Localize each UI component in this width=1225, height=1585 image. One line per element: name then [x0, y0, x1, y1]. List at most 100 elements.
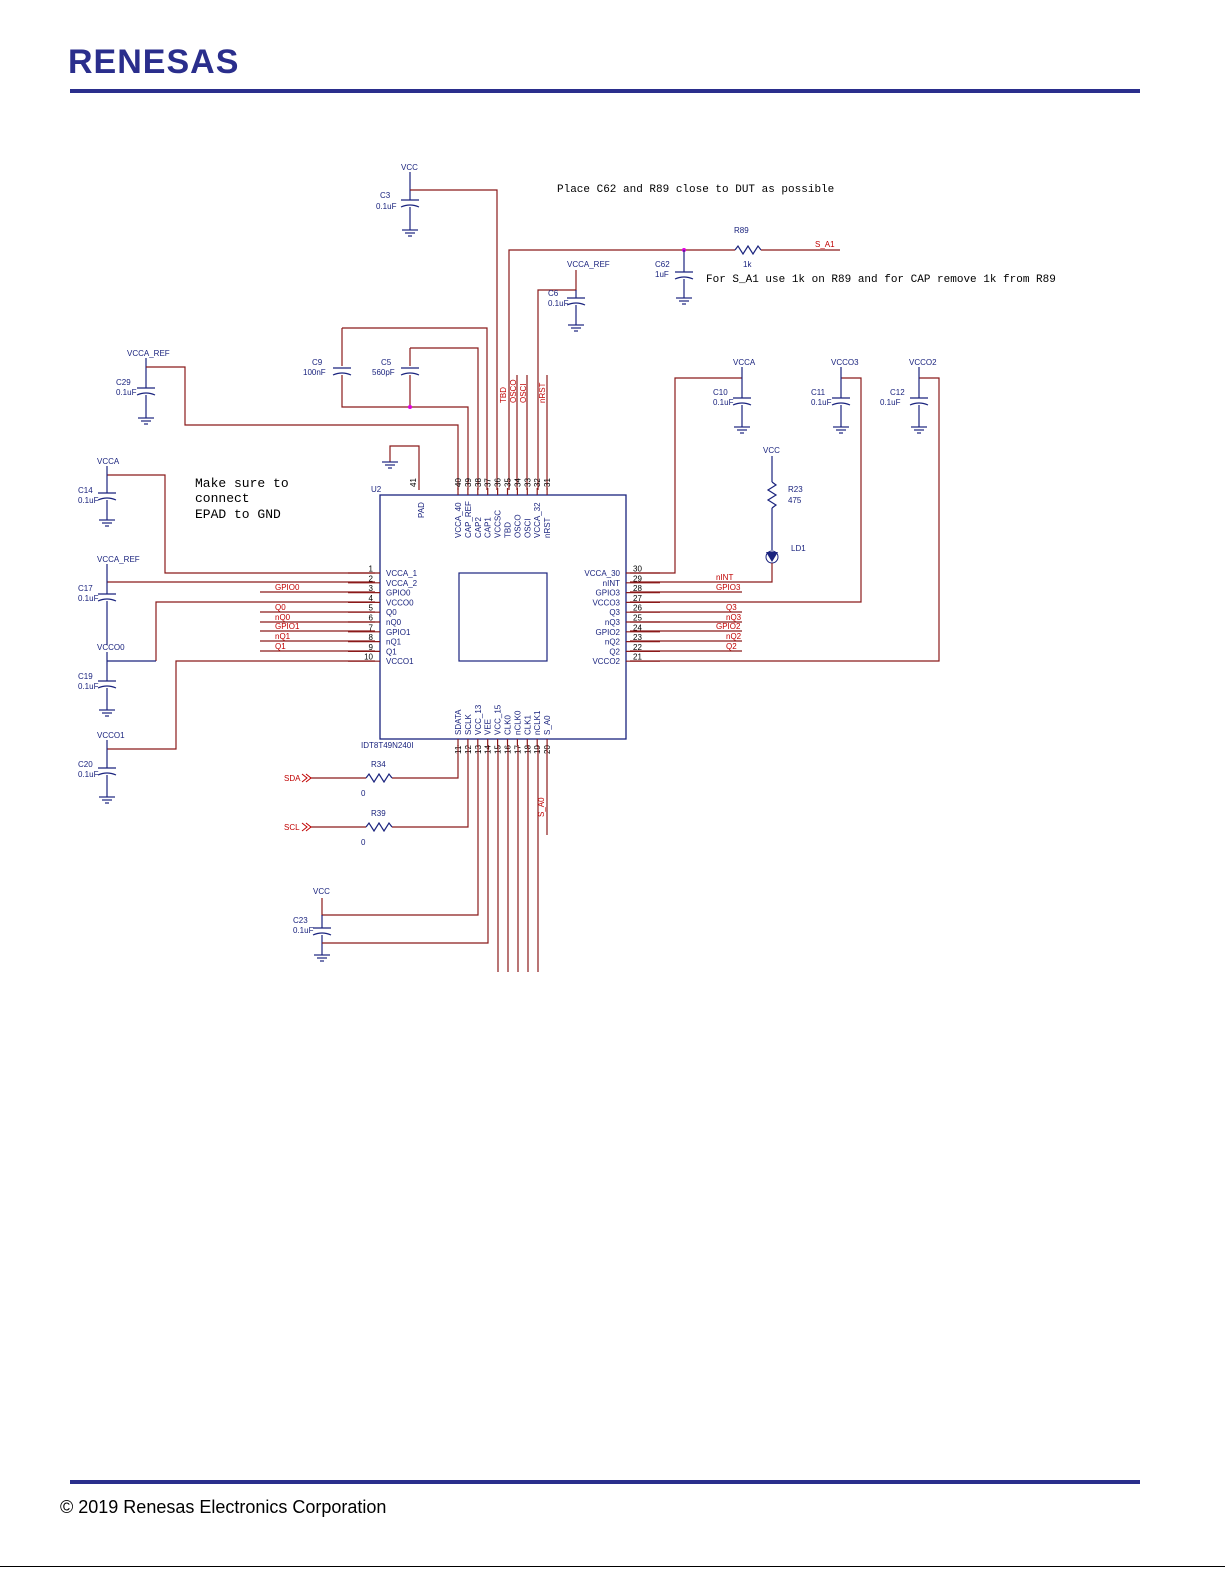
svg-text:0.1uF: 0.1uF — [376, 202, 397, 211]
svg-text:1uF: 1uF — [655, 270, 669, 279]
svg-text:LD1: LD1 — [791, 544, 806, 553]
pin-number: 1 — [369, 565, 374, 574]
svg-text:0.1uF: 0.1uF — [78, 594, 99, 603]
svg-text:C5: C5 — [381, 358, 392, 367]
pin-number: 25 — [633, 614, 642, 623]
svg-text:VCCO3: VCCO3 — [831, 358, 859, 367]
svg-text:OSCI: OSCI — [519, 383, 528, 403]
pin-name: VCCA_32 — [533, 502, 542, 538]
pin-name: VCCO2 — [592, 657, 620, 666]
note-epad-1: Make sure to — [195, 476, 289, 491]
svg-text:VCC: VCC — [313, 887, 330, 896]
svg-text:VCC: VCC — [401, 163, 418, 172]
svg-text:nQ0: nQ0 — [275, 613, 291, 622]
svg-text:0.1uF: 0.1uF — [880, 398, 901, 407]
pin-name: GPIO2 — [596, 628, 621, 637]
pin-number: 21 — [633, 653, 642, 662]
svg-text:VCCA: VCCA — [733, 358, 756, 367]
svg-text:C23: C23 — [293, 916, 308, 925]
svg-text:VCCA_REF: VCCA_REF — [567, 260, 610, 269]
chip-part: IDT8T49N240I — [361, 741, 413, 750]
svg-text:nINT: nINT — [716, 573, 733, 582]
svg-text:nQ3: nQ3 — [726, 613, 742, 622]
pin-number: 32 — [533, 478, 542, 487]
pin-name: VCCO3 — [592, 598, 620, 607]
svg-text:C17: C17 — [78, 584, 93, 593]
pin-name: nINT — [603, 579, 620, 588]
pin-number: 40 — [454, 478, 463, 487]
pin-name: GPIO3 — [596, 589, 621, 598]
svg-text:GPIO2: GPIO2 — [716, 622, 741, 631]
pin-number: 22 — [633, 643, 642, 652]
pin-name: VCC_13 — [474, 704, 483, 735]
pin-number: 8 — [369, 633, 374, 642]
header-rule — [70, 89, 1140, 93]
pin-name: nQ1 — [386, 638, 402, 647]
svg-text:0.1uF: 0.1uF — [548, 299, 569, 308]
svg-text:560pF: 560pF — [372, 368, 395, 377]
svg-text:C6: C6 — [548, 289, 559, 298]
pin-number: 33 — [523, 478, 532, 487]
svg-text:VCCA_REF: VCCA_REF — [97, 555, 140, 564]
pin-name: Q1 — [386, 647, 397, 656]
pin-number: 34 — [513, 478, 522, 487]
pin-name: nRST — [543, 517, 552, 538]
pin-name: Q2 — [609, 647, 620, 656]
svg-text:0.1uF: 0.1uF — [78, 682, 99, 691]
svg-text:Q0: Q0 — [275, 603, 286, 612]
pin-name: OSCO — [513, 514, 522, 538]
pin-number: 23 — [633, 633, 642, 642]
pin-name: OSCI — [523, 518, 532, 538]
pin-name: VCCA_1 — [386, 569, 418, 578]
svg-text:C14: C14 — [78, 486, 93, 495]
svg-text:VCCA_REF: VCCA_REF — [127, 349, 170, 358]
pin-name: Q3 — [609, 608, 620, 617]
svg-text:R23: R23 — [788, 485, 803, 494]
svg-text:GPIO3: GPIO3 — [716, 583, 741, 592]
note-place: Place C62 and R89 close to DUT as possib… — [557, 184, 834, 196]
svg-text:C19: C19 — [78, 672, 93, 681]
pin-number: 9 — [369, 643, 374, 652]
pin-name: Q0 — [386, 608, 397, 617]
svg-text:C3: C3 — [380, 191, 391, 200]
pin-number: 29 — [633, 574, 642, 583]
svg-text:R39: R39 — [371, 809, 386, 818]
svg-text:VCCO1: VCCO1 — [97, 731, 125, 740]
pin-name: GPIO0 — [386, 589, 411, 598]
pin-number: 26 — [633, 604, 642, 613]
svg-text:Q2: Q2 — [726, 642, 737, 651]
svg-text:R34: R34 — [371, 760, 386, 769]
pin-number: 7 — [369, 623, 374, 632]
pin-number: 37 — [484, 478, 493, 487]
pin-number: 30 — [633, 565, 642, 574]
pin-name: VCCO0 — [386, 598, 414, 607]
svg-text:475: 475 — [788, 496, 802, 505]
svg-text:R89: R89 — [734, 226, 749, 235]
pin-number: 6 — [369, 614, 374, 623]
pin-name: CAP_REF — [464, 501, 473, 538]
pin-name: VCCA_40 — [454, 502, 463, 538]
pin-name: VCCA_2 — [386, 579, 418, 588]
chip-body — [379, 494, 627, 740]
svg-text:C11: C11 — [811, 388, 826, 397]
pin-name: CAP2 — [474, 517, 483, 538]
pin-name: SCLK — [464, 713, 473, 735]
note-epad-2: connect — [195, 491, 250, 506]
pin-number: 3 — [369, 584, 374, 593]
svg-text:0.1uF: 0.1uF — [116, 388, 137, 397]
pin-name: nQ0 — [386, 618, 402, 627]
svg-text:nQ2: nQ2 — [726, 632, 742, 641]
led-icon — [766, 552, 778, 562]
svg-text:VCC: VCC — [763, 446, 780, 455]
copyright: © 2019 Renesas Electronics Corporation — [60, 1497, 387, 1517]
svg-text:0.1uF: 0.1uF — [713, 398, 734, 407]
svg-text:C10: C10 — [713, 388, 728, 397]
note-sa1: For S_A1 use 1k on R89 and for CAP remov… — [706, 274, 1056, 286]
pin-name: TBD — [504, 522, 513, 538]
pin-name: VEE — [484, 719, 493, 735]
svg-text:VCCO0: VCCO0 — [97, 643, 125, 652]
pin-number: 4 — [369, 594, 374, 603]
chip-epad — [458, 572, 548, 662]
svg-text:0.1uF: 0.1uF — [811, 398, 832, 407]
